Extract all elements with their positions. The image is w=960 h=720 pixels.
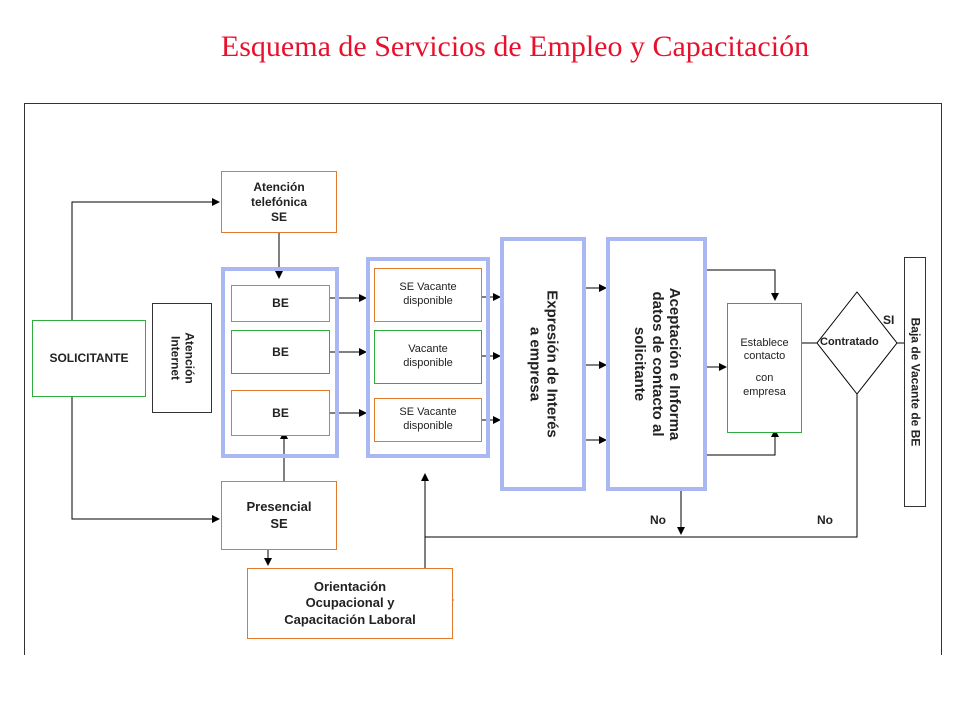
vacante-1-line-1: SE Vacante [399,281,457,294]
atencion-internet-box: Atención Internet [152,303,212,413]
line-no-contratado [425,388,858,538]
no-label-2: No [817,513,833,527]
vacante-3-line-2: disponible [403,420,453,432]
atencion-telefonica-line-1: Atención [253,179,305,194]
expresion-interes-label: Expresión de Interés a empresa [526,290,561,438]
be-group [221,267,339,458]
diagram-frame [24,103,942,655]
be-box-2: BE [231,330,330,374]
si-label: SI [883,313,895,327]
establece-line-1: Establece [740,336,789,349]
expresion-line-1: Expresión de Interés [543,290,561,438]
atencion-internet-label: Atención Internet [168,332,197,384]
solicitante-label: SOLICITANTE [49,351,129,365]
baja-vacante-label: Baja de Vacante de BE [908,317,923,447]
be-label-1: BE [272,296,289,310]
be-label-3: BE [272,405,289,420]
arrow-acept-top [706,269,779,301]
presencial-box: Presencial SE [221,481,337,550]
vacante-2-line-1: Vacante [408,343,448,356]
establece-line-2: contacto [743,350,786,363]
page-title: Esquema de Servicios de Empleo y Capacit… [220,30,810,63]
orientacion-line-2: Ocupacional y [305,595,395,611]
aceptacion-line-2: datos de contacto al [648,291,666,437]
vacante-box-2: Vacante disponible [374,330,482,384]
baja-vacante-box: Baja de Vacante de BE [904,257,926,507]
contratado-diamond [816,291,898,395]
vacantes-group [366,257,490,458]
orientacion-box: Orientación Ocupacional y Capacitación L… [247,568,453,639]
establece-contacto-box: Establece contacto con empresa [727,303,802,433]
expresion-line-2: a empresa [526,326,543,402]
be-box-1: BE [231,285,330,322]
aceptacion-label: Aceptación e Informa datos de contacto a… [631,288,683,441]
aceptacion-line-1: Aceptación e Informa [665,287,683,441]
vacante-box-1: SE Vacante disponible [374,268,482,322]
vacante-2-line-2: disponible [403,357,453,369]
solicitante-box: SOLICITANTE [32,320,146,397]
presencial-line-2: SE [270,515,288,531]
establece-line-3: con [755,372,774,384]
orientacion-line-3: Capacitación Laboral [284,611,416,627]
atencion-telefonica-line-2: telefónica [250,194,307,209]
arrow-solicitante-presencial [71,397,220,523]
vacante-box-3: SE Vacante disponible [374,398,482,442]
atencion-telefonica-box: Atención telefónica SE [221,171,337,233]
establece-line-4: empresa [743,385,786,398]
aceptacion-line-3: solicitante [630,326,648,402]
contratado-label: Contratado [820,336,879,348]
be-box-3: BE [231,390,330,436]
presencial-line-1: Presencial [246,499,312,515]
atencion-telefonica-line-3: SE [270,209,287,224]
arrow-acept-bottom [706,429,779,456]
vacante-1-line-2: disponible [403,295,453,307]
aceptacion-box: Aceptación e Informa datos de contacto a… [606,237,707,491]
expresion-interes-box: Expresión de Interés a empresa [500,237,586,491]
orientacion-line-1: Orientación [313,579,387,595]
arrow-solicitante-telefonica [71,198,220,320]
be-label-2: BE [272,344,289,359]
no-label-1: No [650,513,666,527]
vacante-3-line-1: SE Vacante [399,406,457,419]
